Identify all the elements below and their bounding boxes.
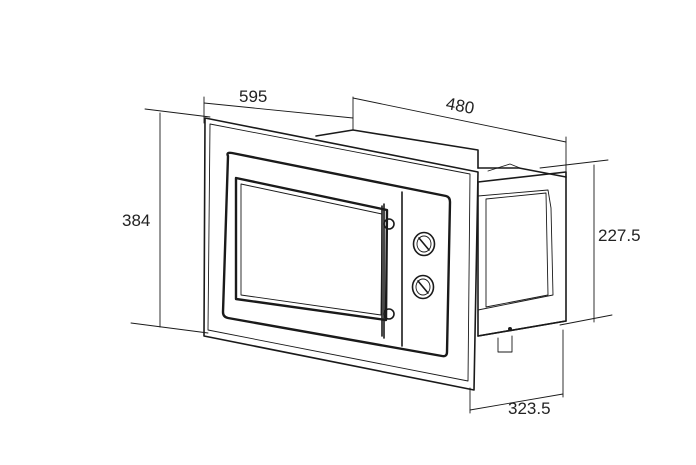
screw-icon: [508, 327, 512, 331]
power-knob-ring: [411, 274, 435, 300]
body-side-inner: [485, 192, 549, 308]
power-knob-cap: [415, 278, 431, 296]
frame-inner-edge: [207, 123, 471, 382]
height-extension-bottom: [130, 322, 209, 334]
body-width-dimension-line: [469, 393, 564, 411]
height-label: 384: [122, 211, 150, 230]
handle-mount-top-icon: [383, 218, 395, 230]
vent-tab: [487, 163, 521, 172]
dimension-labels: 595 480 384 227.5 323.5: [122, 87, 641, 418]
depth-label: 480: [444, 94, 475, 118]
power-knob[interactable]: [411, 274, 435, 300]
body-side-panel: [477, 171, 567, 337]
depth-dimension-line: [352, 97, 567, 143]
body-top-edge: [477, 167, 567, 178]
front-frame: [203, 117, 479, 391]
timer-knob-ring: [412, 231, 436, 257]
frame-outer: [203, 117, 479, 391]
body-height-extension-top: [539, 159, 609, 169]
body-top-left: [315, 129, 479, 169]
door-window: [234, 176, 389, 322]
power-knob-grip: [417, 280, 429, 294]
foot: [497, 335, 513, 353]
door-panel: [221, 151, 452, 358]
timer-knob-grip: [418, 237, 430, 251]
body-width-label: 323.5: [508, 399, 551, 418]
width-label: 595: [239, 87, 267, 106]
dimension-lines: [130, 96, 613, 414]
control-panel: [411, 231, 436, 300]
door-window-inner: [240, 183, 383, 316]
body-bottom-edge: [477, 320, 567, 337]
width-dimension-line: [203, 102, 354, 119]
body-height-label: 227.5: [598, 226, 641, 245]
microwave-body: [315, 129, 567, 353]
height-extension-top: [144, 108, 211, 118]
timer-knob[interactable]: [412, 231, 436, 257]
timer-knob-cap: [416, 235, 432, 253]
body-height-extension-bottom: [559, 314, 613, 326]
handle-mount-bottom-icon: [383, 308, 395, 320]
body-side-recess: [477, 189, 554, 311]
